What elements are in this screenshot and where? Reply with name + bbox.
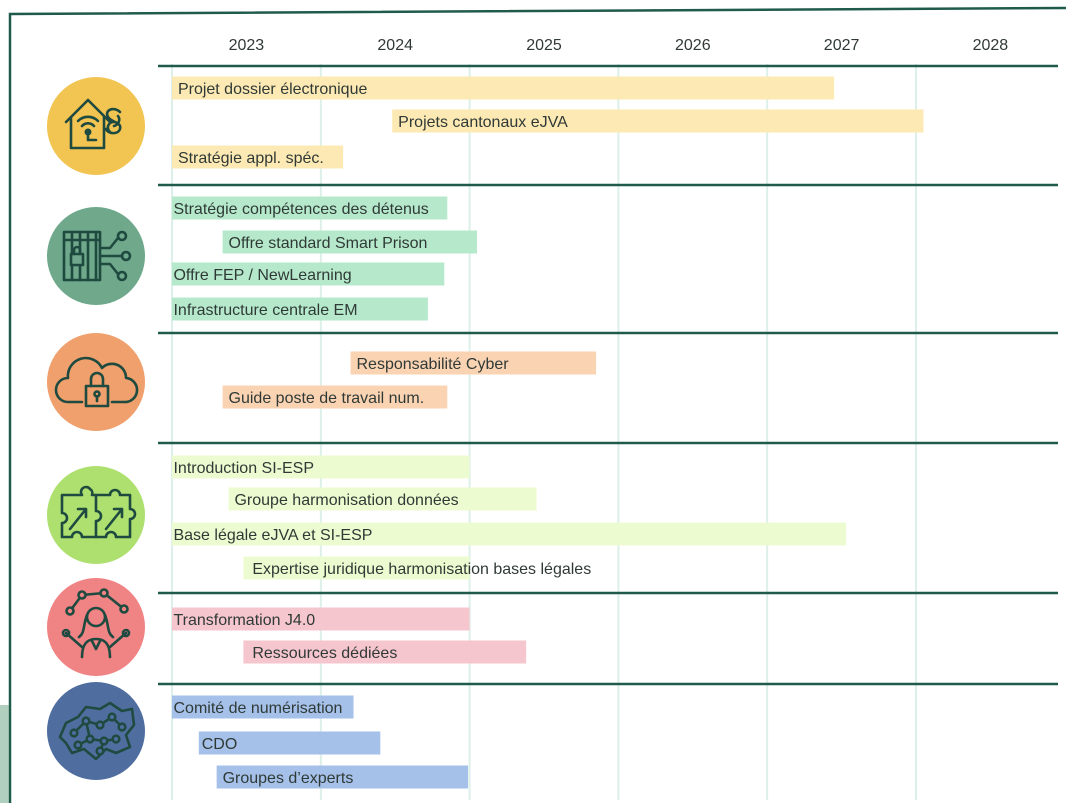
bar-label: Expertise juridique harmonisation bases … xyxy=(252,561,591,578)
bar xyxy=(172,145,344,169)
bar-label: Infrastructure centrale EM xyxy=(173,302,357,319)
bar-label: Offre FEP / NewLearning xyxy=(173,267,351,284)
year-label-2026: 2026 xyxy=(675,37,711,54)
bar xyxy=(172,455,470,479)
bar-label: Guide poste de travail num. xyxy=(229,390,425,407)
person-network-icon xyxy=(47,578,145,676)
chart-frame xyxy=(0,6,1066,803)
bar-label: Groupes d’experts xyxy=(223,770,354,787)
person-network-icon-glyph xyxy=(61,588,131,659)
prison-network-icon-glyph xyxy=(62,230,132,282)
bar-label: Ressources dédiées xyxy=(252,645,397,662)
bar xyxy=(172,76,835,100)
icon-circle xyxy=(47,333,145,431)
bar xyxy=(222,230,478,254)
prison-network-icon xyxy=(47,207,145,305)
bar xyxy=(350,351,597,375)
puzzle-arrows-icon xyxy=(47,466,145,564)
cloud-lock-icon-glyph xyxy=(54,356,139,408)
bar xyxy=(198,731,381,755)
bar xyxy=(172,196,448,220)
year-label-2024: 2024 xyxy=(377,37,413,54)
bar xyxy=(172,695,354,719)
year-label-2027: 2027 xyxy=(824,37,860,54)
bar-label: Stratégie appl. spéc. xyxy=(178,150,324,167)
bar-label: Groupe harmonisation données xyxy=(234,492,458,509)
bar xyxy=(172,522,847,546)
bar xyxy=(243,556,470,580)
frame-accent xyxy=(0,705,9,803)
puzzle-arrows-icon-glyph xyxy=(60,485,137,539)
bar xyxy=(172,262,445,286)
switzerland-network-icon xyxy=(47,682,145,780)
bar xyxy=(172,607,470,631)
year-label-2023: 2023 xyxy=(229,37,265,54)
year-label-2025: 2025 xyxy=(526,37,562,54)
frame-line xyxy=(8,6,1066,803)
bar-label: Projet dossier électronique xyxy=(178,81,368,98)
bar-label: Comité de numérisation xyxy=(173,700,342,717)
switzerland-network-icon-glyph xyxy=(58,701,136,761)
icon-circle xyxy=(47,77,145,175)
bar-label: Offre standard Smart Prison xyxy=(229,235,428,252)
icon-column xyxy=(47,77,145,780)
year-label-2028: 2028 xyxy=(973,37,1009,54)
bar-label: Projets cantonaux eJVA xyxy=(398,114,568,131)
bar-label: Responsabilité Cyber xyxy=(357,356,510,373)
bar xyxy=(228,487,537,511)
icon-circle xyxy=(47,682,145,780)
bar xyxy=(216,765,469,789)
bar-label: Base légale eJVA et SI-ESP xyxy=(173,527,372,544)
bar xyxy=(222,385,448,409)
group-dividers xyxy=(158,64,1058,686)
bar xyxy=(392,109,924,133)
bar-label: Introduction SI-ESP xyxy=(173,460,314,477)
bar-label: Stratégie compétences des détenus xyxy=(173,201,428,218)
bar-label: Transformation J4.0 xyxy=(173,612,315,629)
bar-label: CDO xyxy=(202,736,238,753)
x-axis-years: 2023 2024 2025 2026 2027 2028 xyxy=(229,37,1009,54)
house-law-icon xyxy=(47,77,145,175)
year-gridlines xyxy=(171,64,917,800)
house-law-icon-glyph xyxy=(64,98,122,150)
bar xyxy=(243,640,527,664)
cloud-lock-icon xyxy=(47,333,145,431)
bar xyxy=(172,297,428,321)
icon-circle xyxy=(47,466,145,564)
